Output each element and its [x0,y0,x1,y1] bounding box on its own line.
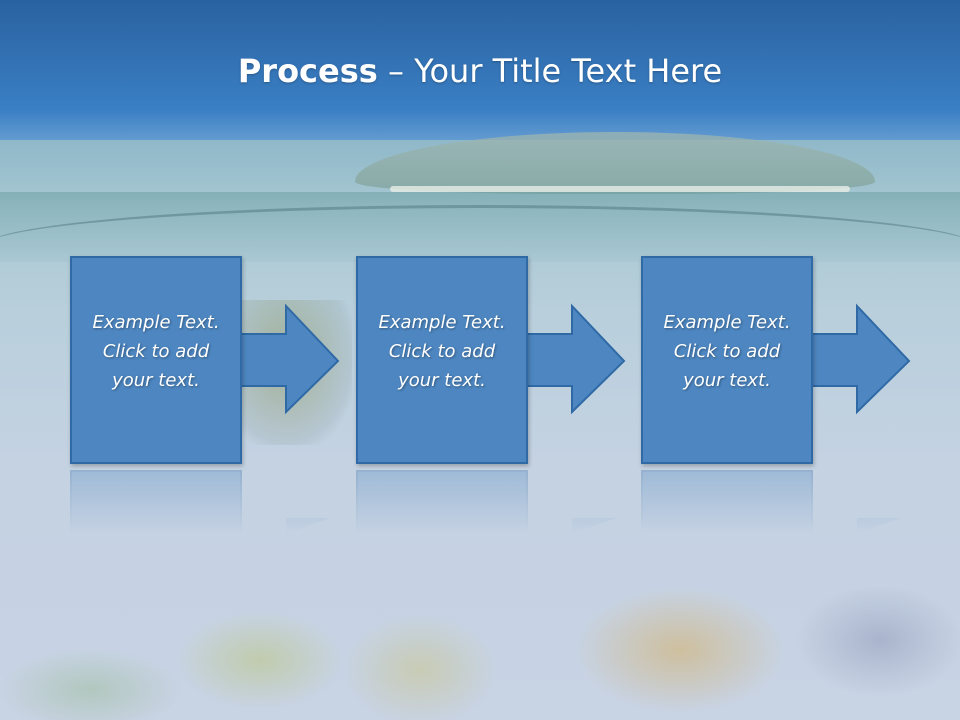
step-text-line-1: Example Text. [92,312,220,333]
reflection-arrow-icon [572,518,616,534]
reflection-arrow-icon [286,518,330,534]
step-reflection [356,470,628,534]
step-text-line-1: Example Text. [663,312,791,333]
title-rest-text: – Your Title Text Here [377,52,723,90]
beach-image [390,186,850,192]
wave-image [0,205,960,248]
right-arrow-icon [515,303,626,415]
reflection-box [356,470,528,534]
slide-title[interactable]: Process – Your Title Text Here [0,52,960,90]
step-text-line-2: Click to add [102,341,210,362]
step-text-line-2: Click to add [673,341,781,362]
step-reflection [641,470,913,534]
step-reflection [70,470,342,534]
process-step-2[interactable]: Example Text. Click to add your text. [356,256,628,468]
title-bold-text: Process [237,52,378,90]
process-step-1[interactable]: Example Text. Click to add your text. [70,256,342,468]
right-arrow-icon [229,303,340,415]
step-text[interactable]: Example Text. Click to add your text. [70,308,242,395]
right-arrow-icon [800,303,911,415]
step-text[interactable]: Example Text. Click to add your text. [641,308,813,395]
reflection-box [70,470,242,534]
step-text-line-2: Click to add [388,341,496,362]
step-box[interactable] [356,256,528,464]
reflection-box [641,470,813,534]
coral-reef-image [0,520,960,720]
reflection-arrow-icon [857,518,901,534]
process-step-3[interactable]: Example Text. Click to add your text. [641,256,913,468]
step-text[interactable]: Example Text. Click to add your text. [356,308,528,395]
step-text-line-3: your text. [683,370,771,391]
step-box[interactable] [641,256,813,464]
step-box[interactable] [70,256,242,464]
step-text-line-1: Example Text. [378,312,506,333]
step-text-line-3: your text. [398,370,486,391]
step-text-line-3: your text. [112,370,200,391]
